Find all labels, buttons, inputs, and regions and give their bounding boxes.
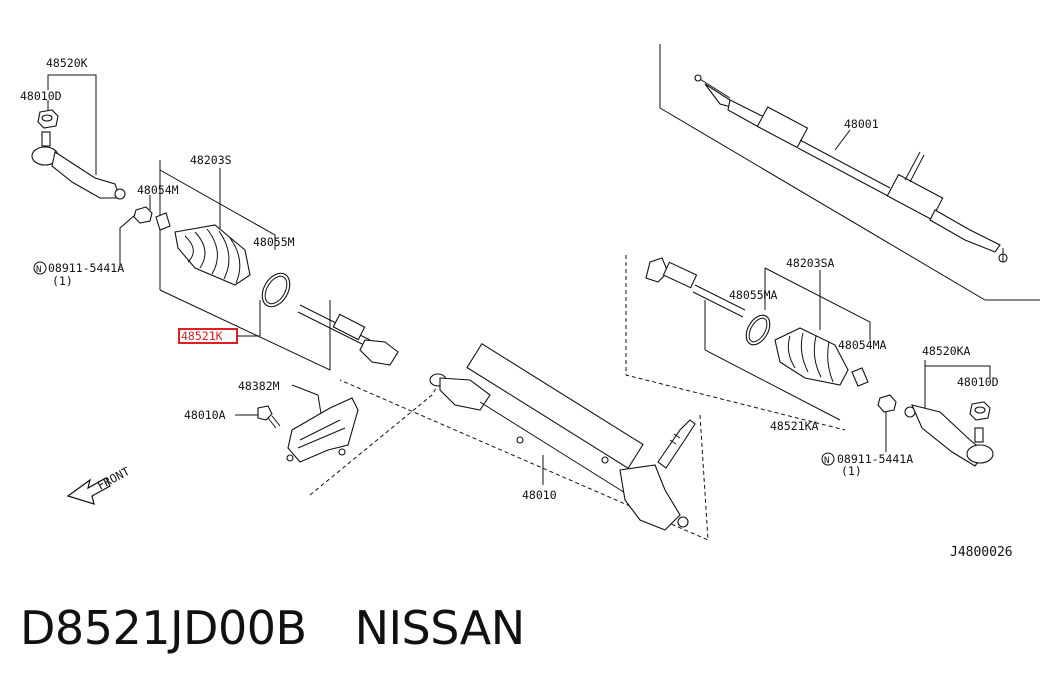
label-48520K: 48520K (46, 56, 88, 70)
clamp-48054M (133, 195, 171, 231)
diagram-id: J4800026 (950, 545, 1013, 560)
nut-48010D-left (37, 109, 59, 129)
part-labels: 48520K 48010D 48203S 48054M 48055M N 089… (20, 56, 1013, 560)
inner-tie-rod-48521K (297, 304, 399, 366)
label-48010D-right: 48010D (957, 375, 999, 389)
part-number: D8521JD00B (20, 601, 307, 655)
front-arrow-icon (66, 477, 111, 505)
nut-48010D-right (969, 401, 991, 421)
clamp-48055M (261, 272, 291, 308)
label-48055MA: 48055MA (729, 288, 778, 302)
complete-rack-assembly-48001 (659, 44, 1040, 301)
boot-48203S (174, 224, 251, 286)
callout-48520K (47, 74, 97, 175)
gear-housing-48010 (429, 343, 696, 531)
label-48520KA: 48520KA (922, 344, 971, 358)
label-48054MA: 48054MA (838, 338, 887, 352)
label-48521K: 48521K (181, 329, 223, 343)
label-48203S: 48203S (190, 153, 232, 167)
label-48055M: 48055M (253, 235, 295, 249)
circle-n-right-icon: N (821, 452, 835, 466)
caption-bar: D8521JD00B NISSAN (20, 596, 525, 660)
svg-text:N: N (824, 456, 829, 466)
bolt-48010A (235, 405, 281, 429)
inner-tie-rod-right (645, 257, 746, 318)
clamp-48055MA (745, 314, 771, 346)
callout-48520KA (924, 360, 991, 412)
circle-n-left-icon: N (33, 261, 47, 275)
label-48010: 48010 (522, 488, 557, 502)
svg-text:N: N (36, 265, 41, 275)
label-48001: 48001 (844, 117, 879, 131)
brand-name: NISSAN (354, 601, 526, 655)
label-08911-right: 08911-5441A (837, 452, 913, 466)
callout-48203SA (625, 255, 871, 431)
label-08911-left-qty: (1) (52, 274, 73, 288)
label-48010A: 48010A (184, 408, 226, 422)
label-48203SA: 48203SA (786, 256, 835, 270)
tie-rod-end-right (904, 404, 994, 467)
dust-cover-48382M (286, 384, 359, 463)
tie-rod-end-left (31, 131, 126, 200)
nut-08911-right (877, 394, 897, 452)
label-48054M: 48054M (137, 183, 179, 197)
label-48382M: 48382M (238, 379, 280, 393)
label-08911-right-qty: (1) (841, 464, 862, 478)
label-48010D-left: 48010D (20, 89, 62, 103)
label-08911-left: 08911-5441A (48, 261, 124, 275)
label-48521KA: 48521KA (770, 419, 819, 433)
boot-48203SA (774, 327, 849, 386)
steering-rack-parts-diagram: 48520K 48010D 48203S 48054M 48055M N 089… (20, 44, 1040, 560)
label-front: FRONT (95, 464, 132, 493)
clamp-48054MA (851, 367, 869, 387)
